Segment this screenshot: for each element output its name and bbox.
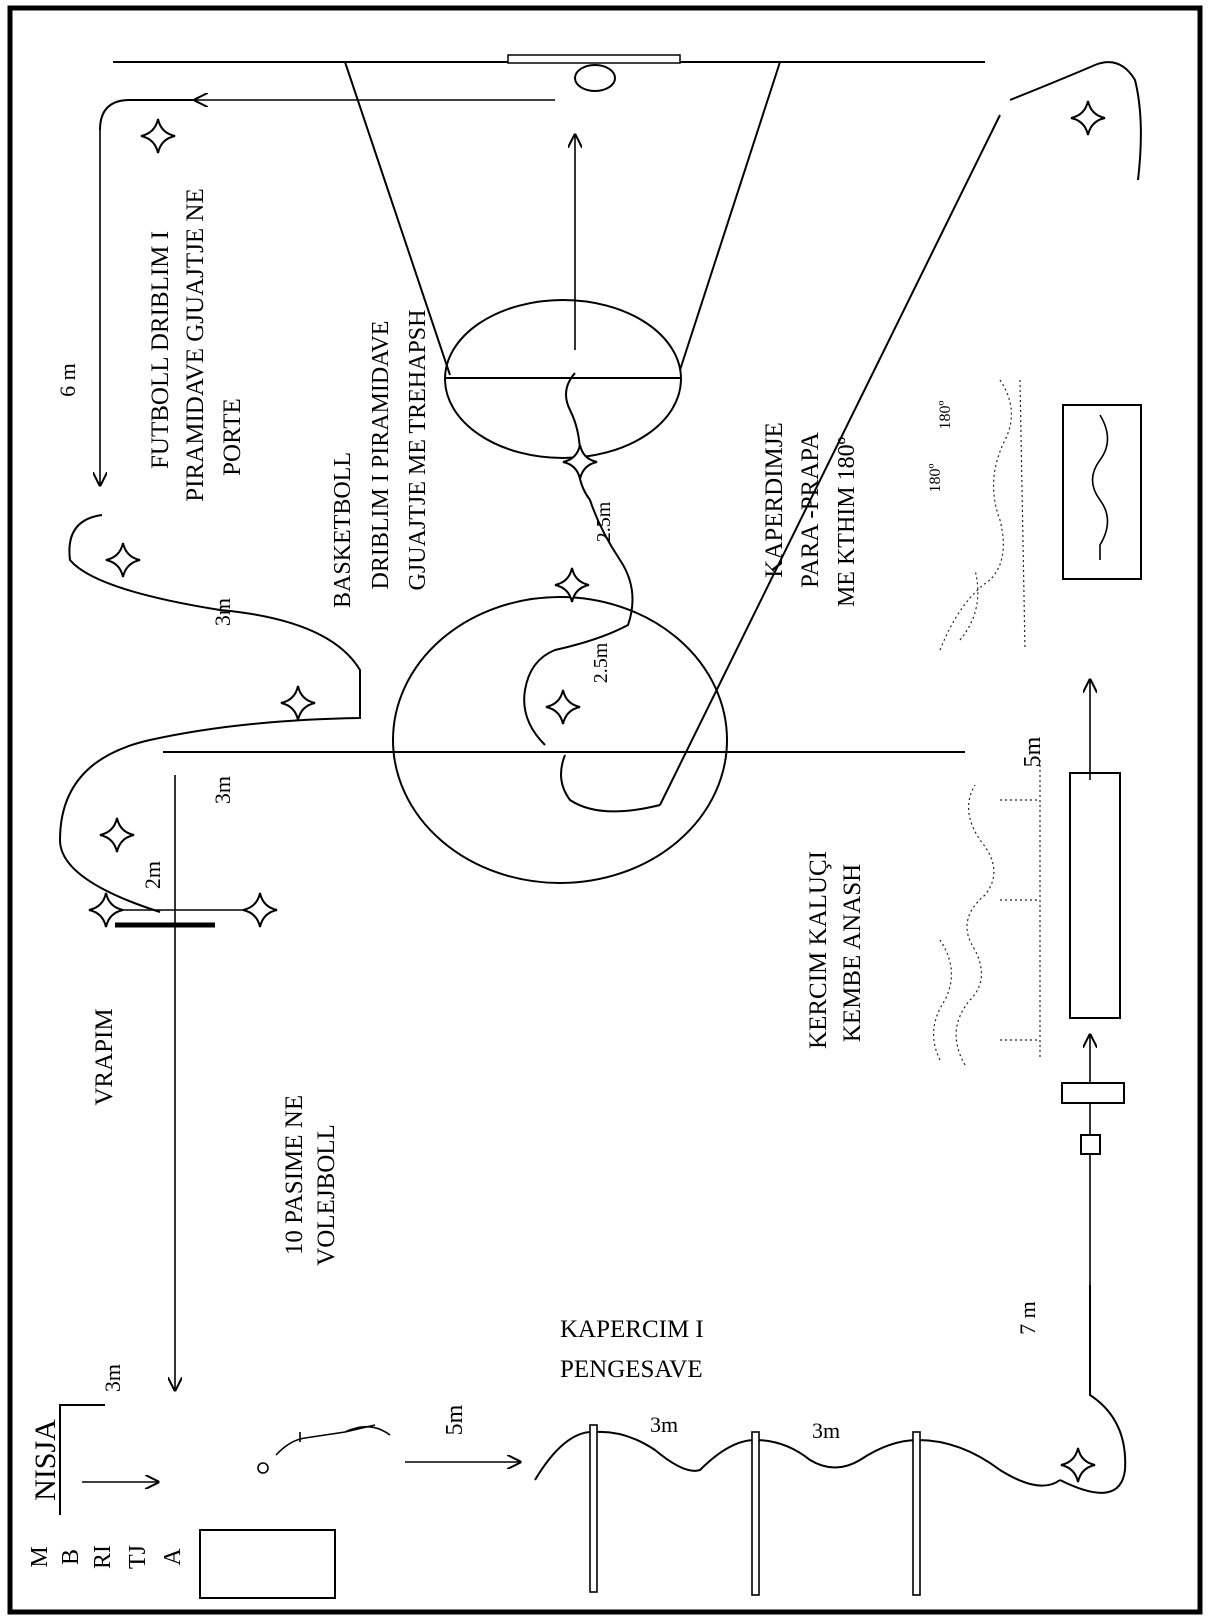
key-line-left (344, 61, 451, 376)
station-kercim: KERCIM KALUÇI KEMBE ANASH (805, 760, 1125, 1155)
loop-path (1059, 1285, 1127, 1494)
vrapim-label: VRAPIM (91, 1008, 118, 1105)
key-line-right (679, 61, 781, 371)
kapercim-label-2: PENGESAVE (560, 1356, 703, 1383)
distance-3m-top-b: 3m (210, 598, 235, 626)
station-kaperdimje: KAPERDIMJE PARA -PRAPA ME KTHIM 180º 180… (761, 379, 1142, 780)
futboll-label-2: PIRAMIDAVE GJUAJTJE NE (182, 188, 209, 501)
top-right-loop (1009, 61, 1142, 181)
distance-3m-b: 3m (812, 1418, 840, 1443)
basket-icon (574, 64, 616, 92)
distance-2m: 2m (140, 861, 165, 889)
kaperdimje-label-1: KAPERDIMJE (761, 422, 788, 578)
distance-3m-top-a: 3m (210, 776, 235, 804)
rotation-label-2: 180º (937, 400, 954, 429)
vertical-label-4: TJ (125, 1545, 151, 1569)
center-circle (392, 596, 728, 884)
start-label: NISJA (29, 1419, 62, 1501)
star-cone-icon (562, 444, 598, 480)
start-box-icon (199, 1529, 336, 1599)
basketboll-label-1: BASKETBOLL (330, 452, 356, 608)
distance-3m-a: 3m (650, 1412, 678, 1437)
star-cone-icon (545, 689, 581, 725)
football-slalom-path (58, 514, 361, 913)
pasime-label-2: VOLEJBOLL (313, 1124, 340, 1266)
mat-wave (1091, 414, 1109, 560)
top-return-path (99, 99, 195, 131)
mat-icon (1069, 772, 1121, 1019)
star-cone-icon (99, 817, 135, 853)
mat-icon (1062, 404, 1142, 580)
kaperdimje-label-2: PARA -PRAPA (797, 432, 824, 588)
kaperdimje-label-3: ME KTHIM 180º (834, 436, 860, 607)
pasime-label-1: 10 PASIME NE (281, 1095, 308, 1255)
hurdle-icon (751, 1431, 760, 1596)
star-cone-icon (1070, 100, 1106, 136)
kapercim-label-1: KAPERCIM I (560, 1316, 704, 1343)
roll-figure-sketch (939, 379, 1026, 651)
start-area: M B RI TJ A NISJA (27, 1404, 336, 1599)
kercim-label-1: KERCIM KALUÇI (805, 851, 832, 1049)
hurdle-path (534, 1430, 1061, 1487)
volleyball-player-sketch (275, 1424, 391, 1456)
distance-5m-right: 5m (1020, 736, 1046, 767)
ball-icon (257, 1462, 269, 1474)
distance-7m: 7 m (1015, 1301, 1040, 1335)
hurdle-icon (589, 1424, 598, 1593)
distance-6m: 6 m (55, 363, 80, 397)
jumping-figure-sketch (932, 760, 1041, 1066)
bottom-right-loop: 7 m (1015, 1035, 1127, 1494)
distance-2-5m-b: 2.5m (593, 501, 615, 542)
basketboll-label-3: GJUAJTJE ME TREHAPSH (405, 310, 431, 591)
diagonal-path (659, 114, 1001, 806)
goal-icon (507, 54, 681, 64)
distance-3m-start: 3m (100, 1364, 125, 1392)
distance-5m-left: 5m (442, 1404, 468, 1435)
block-icon (1080, 1134, 1101, 1155)
station-vrapim: VRAPIM 3m 2m (88, 775, 278, 1392)
station-futboll: FUTBOLL DRIBLIM I PIRAMIDAVE GJUAJTJE NE… (55, 61, 1142, 928)
vertical-label: M B RI TJ A (27, 1545, 186, 1569)
rotation-label-1: 180º (927, 463, 944, 492)
course-frame (7, 5, 1203, 1615)
vertical-label-5: A (160, 1548, 186, 1566)
dribble-path (523, 372, 661, 813)
futboll-label-3: PORTE (219, 398, 246, 476)
star-cone-icon (280, 685, 316, 721)
distance-2-5m-a: 2.5m (590, 642, 612, 683)
kercim-label-2: KEMBE ANASH (839, 864, 866, 1043)
star-cone-icon (1060, 1447, 1096, 1483)
station-basketboll: BASKETBOLL DRIBLIM I PIRAMIDAVE GJUAJTJE… (330, 114, 1001, 813)
basketboll-label-2: DRIBLIM I PIRAMIDAVE (368, 321, 394, 590)
vertical-label-2: B (58, 1549, 84, 1565)
hurdle-icon (912, 1431, 921, 1596)
station-pasime: 10 PASIME NE VOLEJBOLL (257, 1095, 391, 1474)
star-cone-icon (140, 118, 176, 154)
star-cone-icon (105, 542, 141, 578)
vertical-label-1: M (27, 1546, 53, 1567)
futboll-label-1: FUTBOLL DRIBLIM I (147, 231, 174, 469)
vertical-label-3: RI (90, 1545, 116, 1569)
station-kapercim: KAPERCIM I PENGESAVE 3m 3m (534, 1316, 1061, 1596)
star-cone-icon (88, 892, 124, 928)
star-cone-icon (242, 892, 278, 928)
start-bracket (59, 1404, 105, 1515)
court-lines (113, 54, 985, 884)
bench-icon (1061, 1082, 1125, 1104)
